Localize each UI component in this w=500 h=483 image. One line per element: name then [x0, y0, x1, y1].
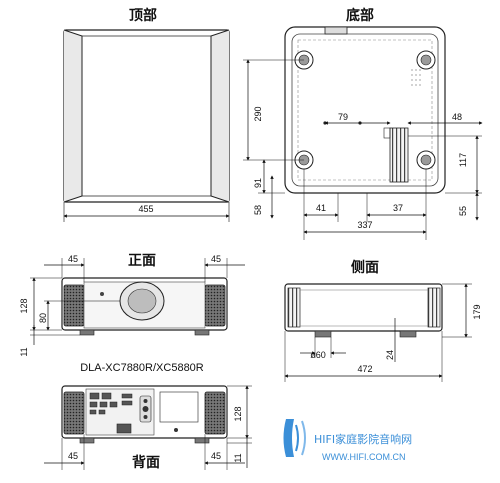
side-dim-472: 472: [357, 364, 372, 374]
dim-455: 455: [138, 204, 153, 214]
rear-view: 128 11 45 45 背面: [44, 385, 252, 471]
rear-dim-45-left: 45: [68, 451, 78, 461]
watermark-brand: HIFI家庭影院音响网: [314, 432, 412, 446]
dim-41: 41: [316, 203, 326, 213]
side-dim-60: ø60: [310, 350, 326, 360]
rear-right-grille: [204, 391, 226, 435]
model-name: DLA-XC7880R/XC5880R: [80, 362, 204, 374]
bottom-top-notch: [324, 26, 348, 35]
front-view: 正面 45 45 128 80 11 DLA-XC7880R/XC588: [19, 253, 245, 374]
bottom-view-title: 底部: [346, 7, 374, 24]
rear-dim-45-right: 45: [211, 451, 221, 461]
rear-dim-11: 11: [233, 453, 243, 462]
front-dim-11: 11: [19, 347, 29, 356]
watermark-url: WWW.HIFI.COM.CN: [322, 452, 405, 462]
front-dim-45-right: 45: [211, 254, 221, 264]
dim-48: 48: [452, 112, 462, 122]
side-view-title: 侧面: [351, 259, 379, 276]
watermark-logo-icon: [283, 419, 294, 457]
dim-58: 58: [253, 205, 263, 215]
watermark: HIFI家庭影院音响网 WWW.HIFI.COM.CN: [283, 419, 412, 462]
front-dim-80: 80: [38, 313, 48, 323]
rear-view-title: 背面: [132, 454, 160, 471]
dim-55: 55: [458, 206, 468, 216]
front-foot-left: [79, 329, 95, 336]
side-dim-179: 179: [472, 304, 482, 319]
top-right-panel: [210, 29, 230, 203]
side-view: 侧面 179 24 ø60 472: [284, 259, 482, 382]
bottom-view: 底部 290 91 5: [243, 7, 483, 240]
front-left-grille: [63, 284, 85, 327]
dim-79: 79: [338, 112, 348, 122]
bottom-body: [284, 26, 446, 194]
bottom-vent: [389, 127, 409, 183]
rear-filter-cover: [159, 391, 199, 423]
front-dim-45-left: 45: [68, 254, 78, 264]
top-view: 顶部 455: [63, 7, 230, 222]
top-body: [63, 29, 230, 203]
rear-power-inlet: [116, 423, 132, 434]
dim-37: 37: [393, 203, 403, 213]
dim-290: 290: [253, 106, 263, 121]
bottom-feet: [294, 50, 436, 170]
dim-91: 91: [253, 178, 263, 188]
dim-117: 117: [458, 153, 468, 167]
side-body: [284, 283, 443, 332]
side-foot-right: [399, 330, 417, 338]
side-dim-24: 24: [385, 350, 395, 360]
front-foot-right: [194, 329, 210, 336]
top-view-title: 顶部: [129, 7, 157, 24]
rear-dim-128: 128: [233, 406, 243, 421]
front-view-title: 正面: [128, 253, 156, 269]
front-dim-128: 128: [19, 298, 29, 313]
top-left-panel: [63, 29, 83, 203]
rear-left-grille: [63, 391, 85, 435]
dim-337: 337: [357, 220, 372, 230]
front-right-grille: [204, 284, 226, 327]
side-foot-left: [314, 330, 332, 338]
